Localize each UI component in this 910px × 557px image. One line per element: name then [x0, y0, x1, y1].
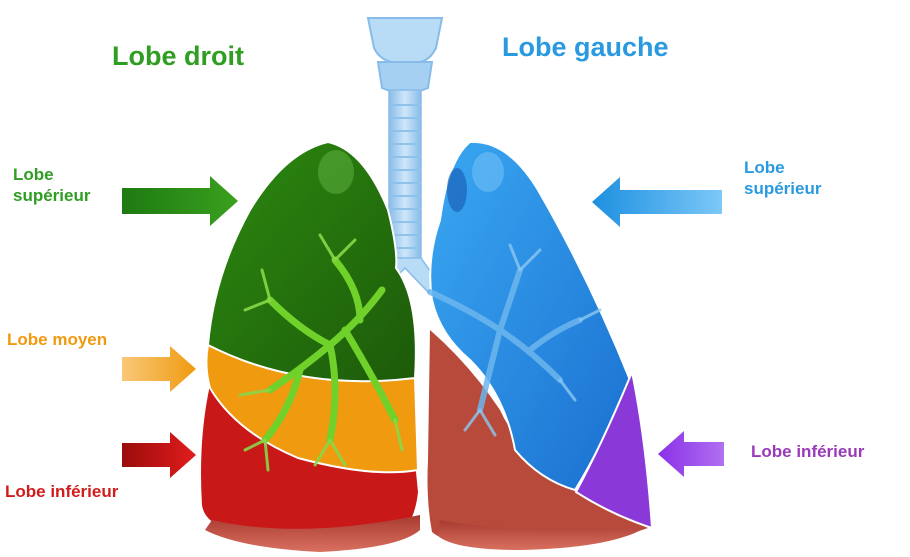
right-upper-label-line2: supérieur	[13, 186, 91, 206]
right-base-surface	[205, 515, 420, 552]
left-upper-label-line1: Lobe	[744, 158, 785, 177]
right-upper-lobe	[206, 140, 417, 383]
right-upper-label: Lobe supérieur	[13, 164, 90, 207]
left-lung-title: Lobe gauche	[502, 32, 669, 62]
right-lung-title: Lobe droit	[112, 41, 244, 71]
right-lower-arrow	[122, 432, 196, 478]
left-bronchial-tree	[427, 267, 583, 413]
right-lower-lobe	[201, 385, 418, 543]
left-upper-label: Lobe supérieur	[744, 157, 821, 200]
right-lower-label: Lobe inférieur	[5, 482, 119, 501]
right-bronchial-tree	[261, 256, 399, 444]
left-upper-lobe	[429, 140, 632, 492]
left-lower-base	[427, 330, 648, 547]
left-lung	[427, 140, 654, 550]
right-upper-label-line1: Lobe	[13, 165, 54, 184]
right-lung	[201, 140, 420, 552]
left-upper-arrow	[592, 177, 722, 227]
left-lower-lobe	[574, 368, 654, 530]
right-upper-arrow	[122, 176, 238, 226]
left-upper-label-line2: supérieur	[744, 179, 822, 199]
right-middle-arrow	[122, 346, 196, 392]
right-middle-label: Lobe moyen	[7, 330, 108, 349]
left-lower-arrow	[658, 431, 724, 477]
left-lower-label: Lobe inférieur	[751, 442, 865, 461]
